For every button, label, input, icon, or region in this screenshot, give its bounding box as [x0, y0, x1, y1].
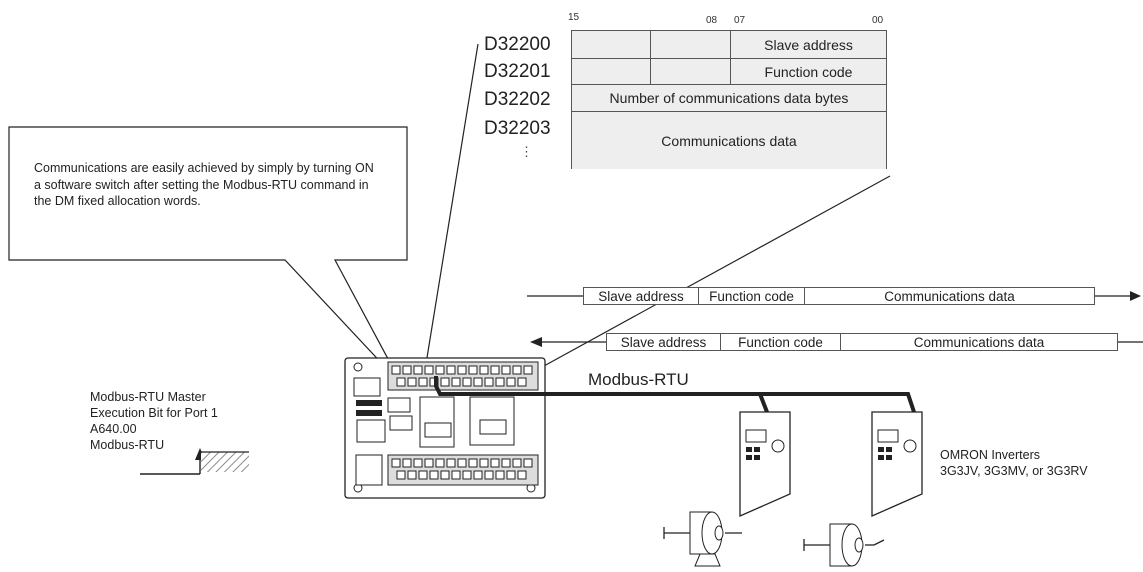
- dm-cell-byte-count: Number of communications data bytes: [571, 84, 887, 112]
- master-bit-address: A640.00: [90, 422, 137, 436]
- modbus-cable: [434, 376, 916, 413]
- inverter-1: [739, 411, 791, 517]
- tx-arrow-icon: [1130, 291, 1141, 301]
- bit-label-08: 08: [706, 15, 718, 26]
- rx-frame-function-code: Function code: [721, 334, 841, 350]
- tx-frame-slave-address: Slave address: [584, 288, 699, 304]
- dm-cell-function-code: Function code: [730, 58, 887, 85]
- plc-unit: [344, 357, 546, 499]
- dm-cell-empty: [571, 30, 651, 59]
- motor-1: [663, 511, 742, 567]
- dm-cell-empty: [650, 30, 731, 59]
- master-bit-line-4: Modbus-RTU: [90, 438, 165, 452]
- dm-address-d32200: D32200: [484, 34, 551, 55]
- dm-address-d32203: D32203: [484, 118, 551, 139]
- inverter-label-line-1: OMRON Inverters: [940, 448, 1041, 462]
- rx-frame-slave-address: Slave address: [607, 334, 721, 350]
- tx-frame: Slave address Function code Communicatio…: [583, 287, 1095, 305]
- execution-bit-signal: [140, 448, 249, 475]
- rx-arrow-icon: [530, 337, 542, 347]
- dm-leader-line: [424, 43, 479, 371]
- master-bit-line-2: Execution Bit for Port 1: [90, 406, 218, 420]
- bus-label: Modbus-RTU: [588, 370, 689, 389]
- callout-bubble: [8, 126, 408, 386]
- motor-2: [803, 523, 885, 567]
- bit-label-00: 00: [872, 15, 884, 26]
- dm-cell-slave-address: Slave address: [730, 30, 887, 59]
- inverter-label: OMRON Inverters 3G3JV, 3G3MV, or 3G3RV: [940, 447, 1088, 479]
- inverter-2: [871, 411, 923, 517]
- master-bit-label: Modbus-RTU Master Execution Bit for Port…: [90, 389, 218, 453]
- comm-leader-line: [532, 175, 891, 373]
- bit-label-15: 15: [568, 12, 580, 23]
- dm-cell-empty: [571, 58, 651, 85]
- tx-frame-comm-data: Communications data: [884, 288, 1015, 304]
- dm-cell-comm-data: Communications data: [571, 111, 887, 169]
- rx-frame-comm-data: Communications data: [913, 334, 1045, 350]
- master-bit-line-1: Modbus-RTU Master: [90, 390, 206, 404]
- bit-label-07: 07: [734, 15, 746, 26]
- dm-cell-empty: [650, 58, 731, 85]
- rx-frame: Slave address Function code Communicatio…: [606, 333, 1118, 351]
- inverter-label-line-2: 3G3JV, 3G3MV, or 3G3RV: [940, 464, 1088, 478]
- tx-frame-function-code: Function code: [699, 288, 805, 304]
- callout-text: Communications are easily achieved by si…: [34, 161, 374, 208]
- dm-address-d32201: D32201: [484, 61, 551, 82]
- dm-ellipsis: ⋮: [520, 144, 533, 159]
- dm-address-d32202: D32202: [484, 89, 551, 110]
